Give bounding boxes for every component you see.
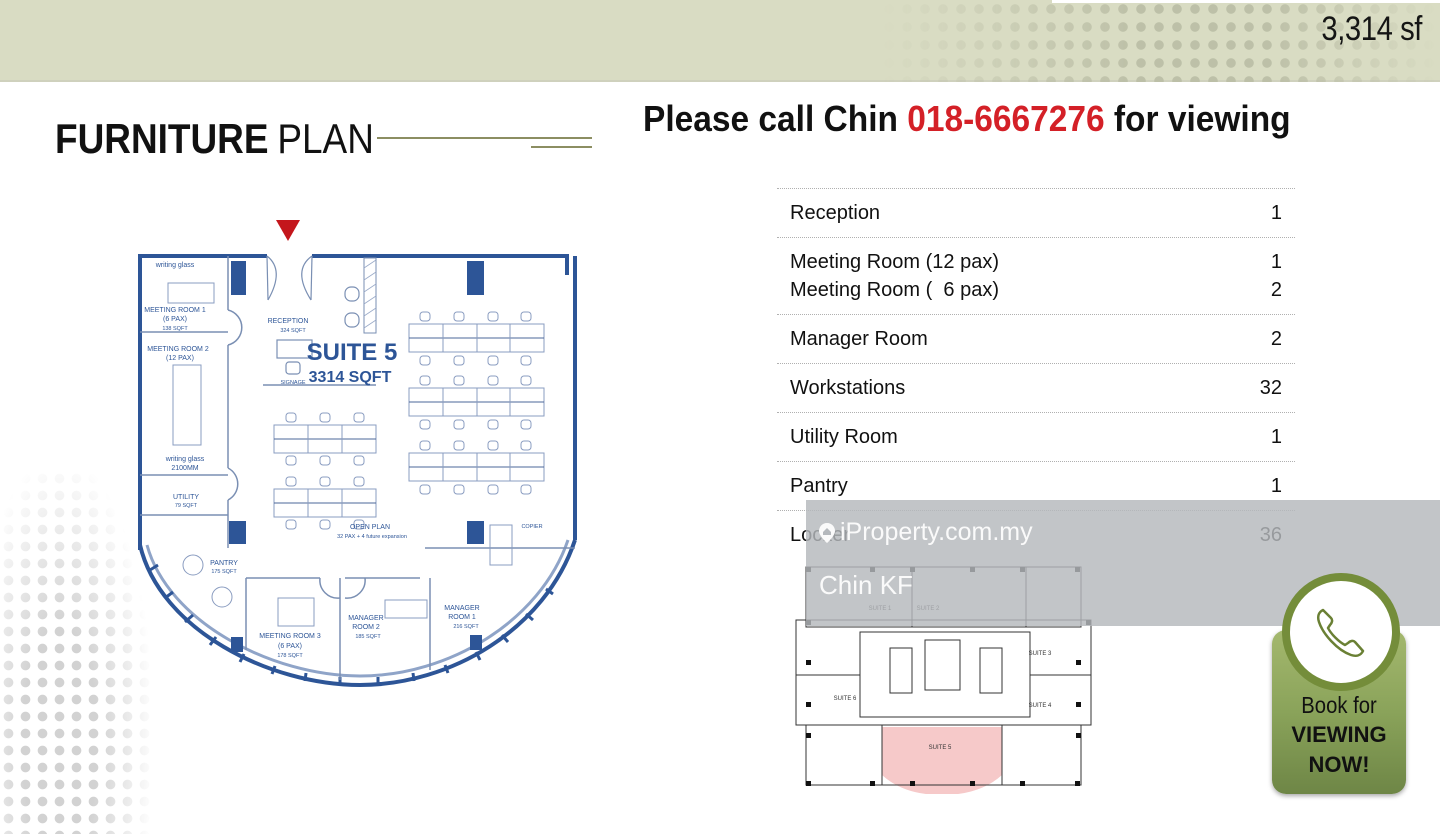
svg-text:138 SQFT: 138 SQFT: [162, 326, 188, 332]
page-title-bold: FURNITURE: [55, 115, 269, 162]
background-dot-pattern: [0, 470, 150, 834]
phone-icon-circle[interactable]: [1282, 573, 1400, 691]
watermark-agent: Chin KF: [819, 570, 913, 600]
contact-suffix: for viewing: [1104, 98, 1291, 139]
keyplan-suite-5: SUITE 5: [929, 745, 952, 751]
book-viewing-label[interactable]: Book for VIEWING NOW!: [1272, 690, 1406, 780]
svg-text:324 SQFT: 324 SQFT: [280, 328, 306, 334]
svg-text:(6 PAX): (6 PAX): [163, 316, 187, 323]
watermark-brand: iProperty.com.my: [818, 518, 1033, 547]
contact-prefix: Please call Chin: [643, 98, 908, 139]
title-divider: [377, 137, 592, 139]
svg-text:2100MM: 2100MM: [171, 465, 198, 472]
area-label: 3,314 sf: [1321, 10, 1422, 48]
room-count: 1: [1270, 251, 1282, 273]
room-count-table: Reception 1 Meeting Room (12 pax) 1 Meetin…: [777, 188, 1295, 559]
suite-5-highlight: [882, 727, 1002, 794]
table-row: Reception 1: [777, 188, 1295, 237]
open-plan-label: OPEN PLAN: [350, 524, 390, 531]
room-name: Workstations: [790, 377, 906, 399]
meeting-room-1-label: MEETING ROOM 1: [144, 307, 206, 314]
entrance-marker-icon: [276, 220, 300, 241]
room-name: Pantry: [790, 475, 848, 497]
room-count: 1: [1270, 475, 1282, 497]
manager-room-1-label: MANAGER: [444, 605, 479, 612]
keyplan-suite-4: SUITE 4: [1029, 703, 1052, 709]
table-row: Pantry 1: [777, 461, 1295, 510]
room-name: Utility Room: [790, 426, 898, 448]
note-writing-glass-1: writing glass: [155, 262, 195, 269]
room-name: Meeting Room ( 6 pax): [790, 279, 999, 301]
utility-label: UTILITY: [173, 494, 199, 501]
pantry-label: PANTRY: [210, 560, 238, 567]
location-pin-icon: [819, 522, 835, 543]
room-name: Manager Room: [790, 328, 928, 350]
meeting-room-3-label: MEETING ROOM 3: [259, 633, 321, 640]
room-count: 2: [1270, 279, 1282, 301]
svg-text:(12 PAX): (12 PAX): [166, 355, 194, 362]
svg-text:writing glass: writing glass: [165, 456, 205, 463]
cta-line-2: VIEWING: [1291, 722, 1387, 747]
page-title-light: PLAN: [277, 115, 374, 162]
phone-icon: [1316, 608, 1365, 658]
table-row: Manager Room 2: [777, 314, 1295, 363]
room-name: Meeting Room (12 pax): [790, 251, 999, 273]
svg-text:ROOM 2: ROOM 2: [352, 624, 380, 631]
svg-text:175 SQFT: 175 SQFT: [211, 569, 237, 575]
contact-phone-number[interactable]: 018-6667276: [907, 98, 1105, 139]
banner-dot-pattern: [880, 0, 1440, 82]
contact-headline: Please call Chin 018-6667276 for viewing: [643, 98, 1291, 140]
cta-line-3: NOW!: [1308, 752, 1370, 777]
svg-text:178 SQFT: 178 SQFT: [277, 653, 303, 659]
svg-text:216 SQFT: 216 SQFT: [453, 624, 479, 630]
svg-text:(6 PAX): (6 PAX): [278, 643, 302, 650]
svg-text:185 SQFT: 185 SQFT: [355, 634, 381, 640]
table-row: Utility Room 1: [777, 412, 1295, 461]
watermark-brand-text: iProperty.com.my: [840, 518, 1033, 546]
keyplan-suite-3: SUITE 3: [1029, 651, 1052, 657]
reception-label: RECEPTION: [268, 318, 309, 325]
meeting-room-2-label: MEETING ROOM 2: [147, 346, 209, 353]
copier-label: COPIER: [521, 524, 542, 530]
svg-text:79 SQFT: 79 SQFT: [175, 503, 198, 509]
manager-room-2-label: MANAGER: [348, 615, 383, 622]
room-count: 2: [1270, 328, 1282, 350]
suite-title: SUITE 5: [307, 339, 398, 366]
cta-line-1: Book for: [1301, 692, 1377, 718]
signage-label: SIGNAGE: [280, 380, 305, 386]
table-row: Meeting Room (12 pax) 1 Meeting Room ( 6 …: [777, 237, 1295, 314]
room-count: 1: [1270, 426, 1282, 448]
svg-text:ROOM 1: ROOM 1: [448, 614, 476, 621]
suite-area: 3314 SQFT: [309, 369, 392, 386]
keyplan-suite-6: SUITE 6: [834, 696, 857, 702]
table-row: Workstations 32: [777, 363, 1295, 412]
title-divider-short: [531, 146, 592, 148]
room-count: 32: [1259, 377, 1282, 399]
svg-text:32 PAX + 4 future expansion: 32 PAX + 4 future expansion: [337, 534, 407, 540]
top-banner: 3,314 sf: [0, 0, 1440, 82]
room-count: 1: [1270, 202, 1282, 224]
banner-accent-line: [1052, 0, 1440, 3]
room-name: Reception: [790, 202, 881, 224]
furniture-floor-plan: SUITE 5 3314 SQFT: [138, 220, 577, 688]
